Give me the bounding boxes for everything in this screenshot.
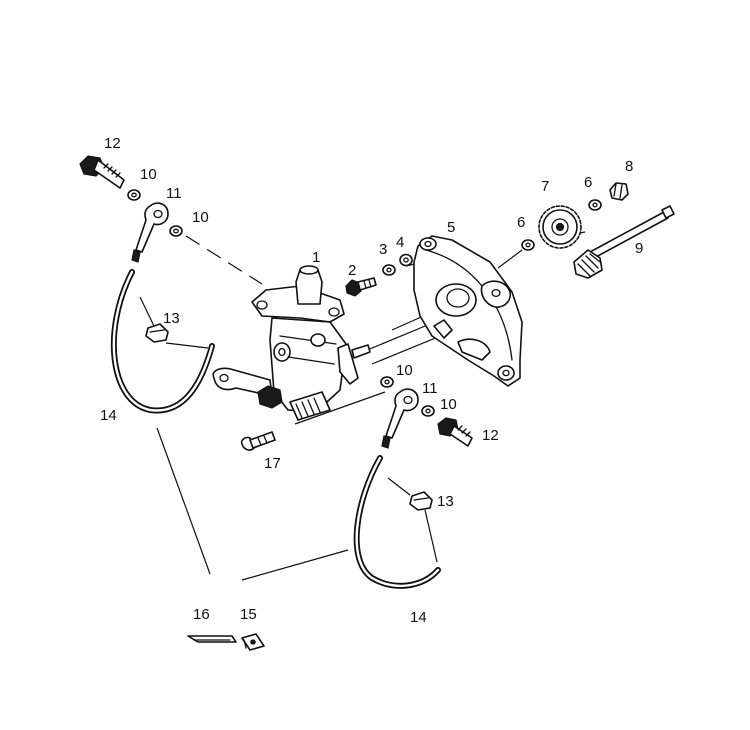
screw-part-17 <box>240 431 276 451</box>
callout-6-a: 6 <box>517 214 525 231</box>
clamp-part-13-left <box>145 323 169 343</box>
screw-part-2 <box>345 277 377 297</box>
washer-part-6-a-hole <box>525 242 531 248</box>
hose-part-14-lower <box>353 455 441 589</box>
washer-part-4 <box>399 253 413 267</box>
cover-plate-part-5 <box>413 235 523 387</box>
callout-4: 4 <box>396 234 404 251</box>
washer-part-6-b <box>588 199 602 211</box>
washer-part-10-a-hole <box>131 192 137 198</box>
callout-9: 9 <box>635 240 643 257</box>
callout-8: 8 <box>625 158 633 175</box>
bolt-part-12-lower <box>437 417 473 447</box>
callout-11-a: 11 <box>166 185 182 202</box>
callout-3: 3 <box>379 241 387 258</box>
clamp-part-13-lower <box>409 491 433 511</box>
callout-10-b: 10 <box>192 209 209 226</box>
callout-7: 7 <box>541 178 549 195</box>
square-nut-part-15 <box>241 633 265 651</box>
callout-6-b: 6 <box>584 174 592 191</box>
callout-16: 16 <box>193 606 210 623</box>
washer-part-3-hole <box>386 267 392 273</box>
callout-14-a: 14 <box>100 407 117 424</box>
callout-1: 1 <box>312 249 320 266</box>
oil-pump-part-1 <box>212 265 371 421</box>
bolt-part-12-upper <box>79 155 125 189</box>
callout-5: 5 <box>447 219 455 236</box>
washer-part-4-hole <box>403 257 409 263</box>
cap-nut-part-8 <box>609 182 629 201</box>
drive-shaft-part-9 <box>573 205 675 279</box>
gear-part-7 <box>538 205 582 249</box>
callout-13-b: 13 <box>437 493 454 510</box>
banjo-fitting-part-11-lower <box>381 388 419 449</box>
callout-11-b: 11 <box>422 380 438 397</box>
washer-part-10-a <box>127 189 141 201</box>
callout-labels: 1 2 3 4 5 6 6 7 8 9 10 10 10 10 11 11 12… <box>100 135 643 626</box>
callout-10-d: 10 <box>440 396 457 413</box>
callout-14-b: 14 <box>410 609 427 626</box>
washer-part-10-d-hole <box>425 408 431 414</box>
washer-part-6-a <box>521 239 535 251</box>
washer-part-10-b-hole <box>173 228 179 234</box>
callout-13-a: 13 <box>163 310 180 327</box>
washer-part-10-b <box>169 225 183 237</box>
callout-12-a: 12 <box>104 135 121 152</box>
washer-part-6-b-hole <box>592 202 598 208</box>
washer-part-3 <box>382 264 396 276</box>
callout-17: 17 <box>264 455 281 472</box>
callout-12-b: 12 <box>482 427 499 444</box>
callout-2: 2 <box>348 262 356 279</box>
washer-part-10-c <box>380 376 394 388</box>
callout-15: 15 <box>240 606 257 623</box>
callout-10-a: 10 <box>140 166 157 183</box>
banjo-fitting-part-11-upper <box>131 202 169 263</box>
callout-10-c: 10 <box>396 362 413 379</box>
washer-part-10-d <box>421 405 435 417</box>
washer-part-10-c-hole <box>384 379 390 385</box>
clip-part-16 <box>187 635 237 643</box>
hose-part-14-left <box>110 269 215 414</box>
